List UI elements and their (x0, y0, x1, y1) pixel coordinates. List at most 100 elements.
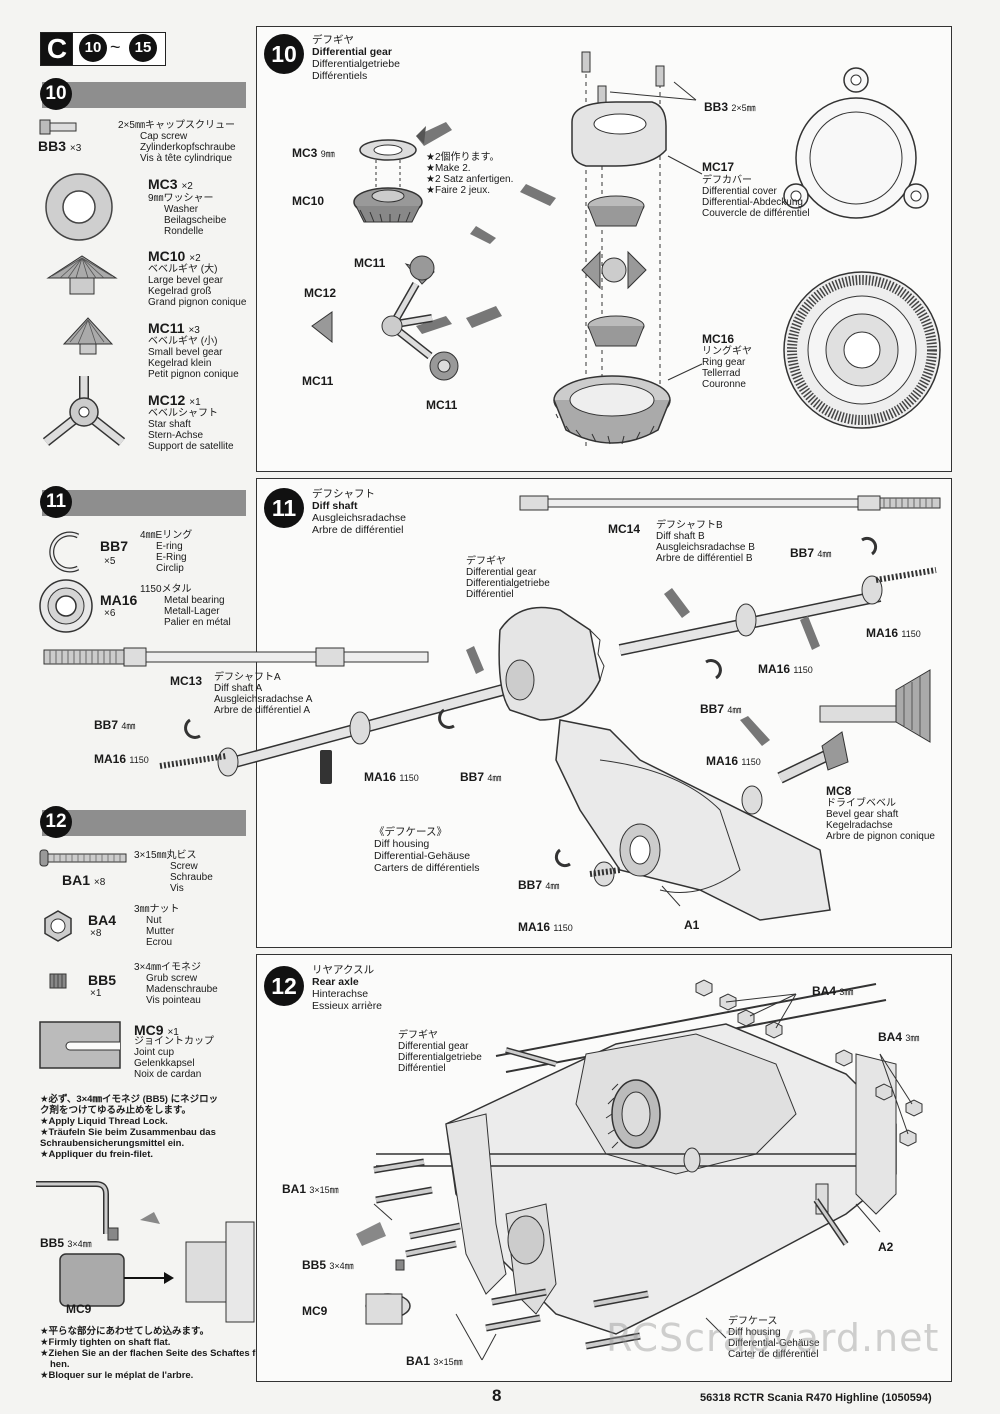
step-range-sep: ~ (110, 37, 121, 57)
mc11-code: MC11 ×3 (148, 320, 200, 336)
p11-a1-label: A1 (684, 918, 700, 932)
ba1-code: BA1 ×8 (62, 872, 106, 888)
p11-ma16-bottom-label: MA16 1150 (518, 920, 573, 934)
bb7-code: BB7 (100, 538, 129, 554)
bb7-desc: 4㎜Eリング E-ring E-Ring Circlip (140, 530, 193, 574)
p12-a2-label: A2 (878, 1240, 894, 1254)
p11-ma16-lower-label: MA16 1150 (364, 770, 419, 784)
panel11-badge: 11 (264, 488, 304, 528)
panel12-badge: 12 (264, 966, 304, 1006)
bb7-qty: ×5 (104, 556, 116, 567)
p12-mc9-label: MC9 (302, 1304, 328, 1318)
e-ring-icon (49, 531, 80, 573)
p11-gear-desc: デフギヤ Differential gear Differentialgetri… (466, 556, 550, 600)
section-badge: C (40, 32, 74, 66)
step-range: 10 ~ 15 (72, 32, 166, 66)
thread-lock-note: ★必ず、3×4㎜イモネジ (BB5) にネジロッ ク剤をつけてゆるみ止めをします… (40, 1094, 219, 1160)
p11-mc14-label: MC14 (608, 522, 641, 536)
p11-ma16-center-label: MA16 1150 (758, 662, 813, 676)
ba4-qty: ×8 (90, 928, 102, 939)
p12-ba1-left-label: BA1 3×15㎜ (282, 1182, 339, 1196)
p12-ba4-right-label: BA4 3㎜ (878, 1030, 920, 1044)
p11-bb7-bottom-label: BB7 4㎜ (518, 878, 560, 892)
shaft-flat-note: ★平らな部分にあわせてしめ込みます。 ★Firmly tighten on sh… (40, 1326, 286, 1381)
mc3-code: MC3 ×2 (148, 176, 193, 192)
p11-bb7-center-label: BB7 4㎜ (700, 702, 742, 716)
p10-mc10-label: MC10 (292, 194, 325, 208)
nut-icon (44, 910, 72, 942)
detail-mc9-label: MC9 (66, 1302, 92, 1316)
p11-mc8-desc: ドライブベベル Bevel gear shaft Kegelradachse A… (826, 798, 935, 842)
step-range-from: 10 (79, 34, 107, 62)
watermark: RCScrapyard.net (606, 1316, 940, 1360)
screw-icon (39, 849, 127, 867)
bb3-code: BB3 ×3 (38, 138, 82, 154)
p11-ma16-left-label: MA16 1150 (94, 752, 149, 766)
step-range-to: 15 (129, 34, 157, 62)
small-bevel-gear-icon (62, 317, 114, 355)
grub-screw-icon (49, 973, 67, 989)
p10-mc11b-label: MC11 (302, 374, 334, 388)
ma16-code: MA16 (100, 592, 138, 608)
star-shaft-icon (42, 376, 126, 446)
hex-key-illustration (36, 1181, 255, 1323)
ba4-desc: 3㎜ナット Nut Mutter Ecrou (134, 904, 180, 948)
p11-mc13-desc: デフシャフトA Diff shaft A Ausgleichsradachse … (214, 672, 313, 716)
p10-mc16-label: MC16 (702, 332, 735, 346)
rear-axle-assembly-diagram (356, 979, 923, 1361)
panel10-title: デフギヤ Differential gear Differentialgetri… (312, 34, 400, 82)
mc12-code: MC12 ×1 (148, 392, 201, 408)
diff-shaft-assembly-diagram (43, 495, 941, 921)
detail-bb5-label: BB5 3×4㎜ (40, 1236, 92, 1250)
p10-mc12-label: MC12 (304, 286, 337, 300)
bb5-qty: ×1 (90, 988, 102, 999)
p11-mc8-label: MC8 (826, 784, 852, 798)
step10-badge: 10 (40, 78, 72, 110)
mc10-code: MC10 ×2 (148, 248, 201, 264)
p11-bb7-right-label: BB7 4㎜ (790, 546, 832, 560)
p10-mc11c-label: MC11 (426, 398, 458, 412)
p10-mc17-label: MC17 (702, 160, 735, 174)
panel12-title: リヤアクスル Rear axle Hinterachse Essieux arr… (312, 964, 383, 1012)
step11-badge: 11 (40, 486, 72, 518)
p10-mc11a-label: MC11 (354, 256, 386, 270)
mc3-desc: 9㎜ワッシャー Washer Beilagscheibe Rondelle (148, 193, 227, 237)
p10-mc16-desc: リングギヤ Ring gear Tellerrad Couronne (702, 346, 752, 390)
washer-icon (45, 173, 113, 241)
differential-gear-exploded-diagram (311, 51, 941, 446)
mc11-desc: ベベルギヤ (小) Small bevel gear Kegelrad klei… (148, 336, 239, 380)
section-letter: C (46, 33, 68, 64)
page-number: 8 (492, 1386, 502, 1405)
p11-mc13-label: MC13 (170, 674, 203, 688)
panel10-badge: 10 (264, 34, 304, 74)
p12-ba4-top-label: BA4 3㎜ (812, 984, 854, 998)
p10-bb3-label: BB3 2×5㎜ (704, 100, 756, 114)
step11-bar (42, 490, 246, 516)
p12-gear-desc: デフギヤ Differential gear Differentialgetri… (398, 1030, 482, 1074)
p10-mc17-desc: デフカバー Differential cover Differential-Ab… (702, 175, 810, 219)
p11-bb7-left-label: BB7 4㎜ (94, 718, 136, 732)
p11-mc14-desc: デフシャフトB Diff shaft B Ausgleichsradachse … (656, 520, 755, 564)
panel11-title: デフシャフト Diff shaft Ausgleichsradachse Arb… (312, 488, 406, 536)
mc10-desc: ベベルギヤ (大) Large bevel gear Kegelrad groß… (148, 264, 247, 308)
ba4-code: BA4 (88, 912, 117, 928)
bb3-desc: 2×5㎜キャップスクリュー Cap screw Zylinderkopfschr… (118, 120, 236, 164)
mc9-code: MC9 ×1 (134, 1022, 179, 1038)
p11-housing-desc: 《デフケース》 Diff housing Differential-Gehäus… (374, 826, 480, 874)
cap-screw-icon (39, 119, 77, 135)
p12-case-desc: デフケース Diff housing Differential-Gehäuse … (728, 1316, 820, 1360)
ma16-qty: ×6 (104, 608, 116, 619)
p11-ma16-mc8-label: MA16 1150 (706, 754, 761, 768)
large-bevel-gear-icon (46, 255, 118, 295)
p10-mc3-label: MC3 9㎜ (292, 146, 335, 160)
ba1-desc: 3×15㎜丸ビス Screw Schraube Vis (134, 850, 213, 894)
p11-ma16-right-label: MA16 1150 (866, 626, 921, 640)
p11-bb7-lower-label: BB7 4㎜ (460, 770, 502, 784)
mc12-desc: ベベルシャフト Star shaft Stern-Achse Support d… (148, 408, 234, 452)
bb5-code: BB5 (88, 972, 117, 988)
p10-make2-note: ★2個作ります。 ★Make 2. ★2 Satz anfertigen. ★F… (426, 152, 514, 196)
step10-bar (42, 82, 246, 108)
metal-bearing-icon (39, 579, 93, 633)
bb5-desc: 3×4㎜イモネジ Grub screw Madenschraube Vis po… (134, 962, 218, 1006)
ma16-desc: 1150メタル Metal bearing Metall-Lager Palie… (140, 584, 231, 628)
